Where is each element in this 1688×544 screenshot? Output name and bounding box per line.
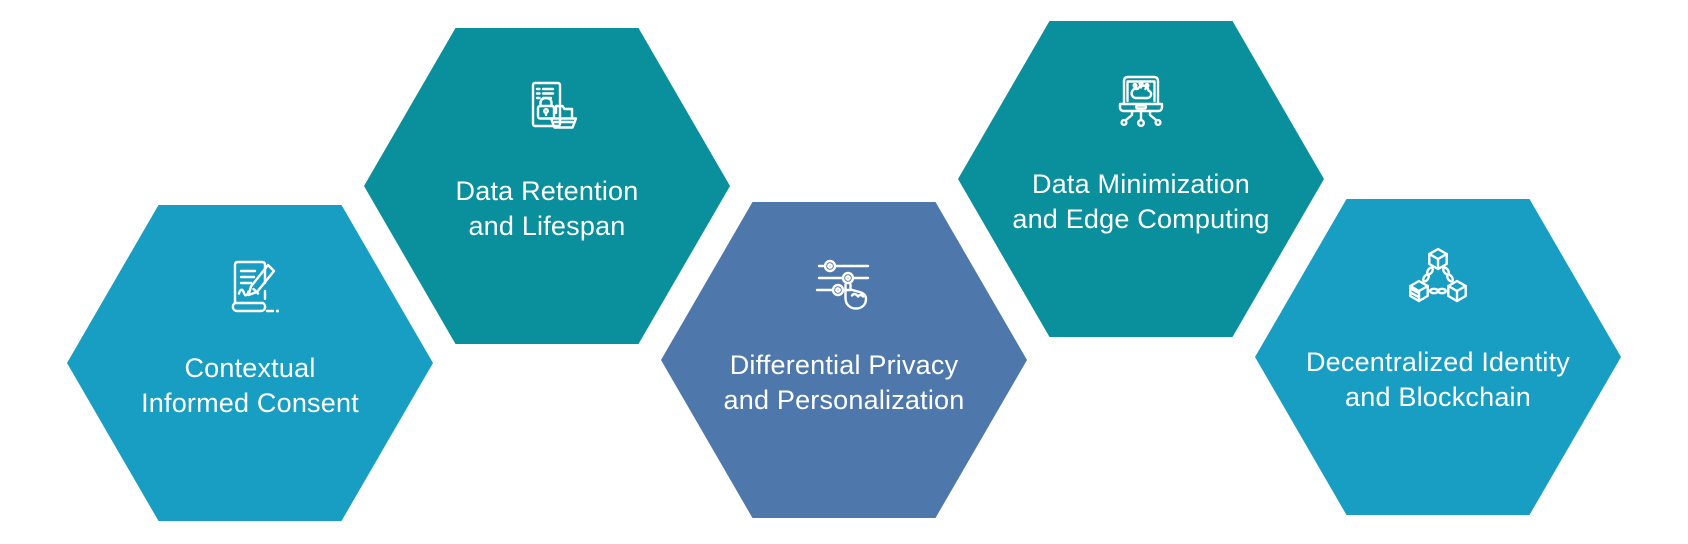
sliders-hand-icon bbox=[815, 259, 870, 310]
label-line-2: and Blockchain bbox=[1345, 382, 1531, 412]
hexagon-content: Contextual Informed Consent bbox=[67, 205, 433, 521]
blockchain-cubes-icon bbox=[1409, 247, 1467, 303]
hexagon-contextual-informed-consent: Contextual Informed Consent bbox=[67, 205, 433, 521]
label-line-2: and Lifespan bbox=[468, 211, 626, 241]
hexagon-decentralized-identity-and-blockchain: Decentralized Identity and Blockchain bbox=[1255, 199, 1621, 515]
label-line-1: Contextual bbox=[184, 353, 316, 383]
hexagon-data-minimization-and-edge-computing: Data Minimization and Edge Computing bbox=[958, 21, 1324, 337]
hexagon-label: Differential Privacy and Personalization bbox=[724, 348, 965, 418]
hexagon-label: Data Minimization and Edge Computing bbox=[1012, 167, 1269, 237]
hexagon-content: Data Minimization and Edge Computing bbox=[958, 21, 1324, 337]
laptop-cloud-edge-icon bbox=[1118, 75, 1164, 128]
label-line-2: and Personalization bbox=[723, 385, 965, 415]
hexagon-content: Differential Privacy and Personalization bbox=[661, 202, 1027, 518]
document-lock-archive-icon bbox=[531, 81, 578, 129]
hexagon-data-retention-and-lifespan: Data Retention and Lifespan bbox=[364, 28, 730, 344]
hexagon-content: Data Retention and Lifespan bbox=[364, 28, 730, 344]
label-line-2: and Edge Computing bbox=[1012, 204, 1270, 234]
hexagon-label: Data Retention and Lifespan bbox=[456, 174, 639, 244]
label-line-1: Data Minimization bbox=[1032, 169, 1250, 199]
contract-signing-icon bbox=[231, 260, 279, 313]
label-line-1: Data Retention bbox=[455, 176, 639, 206]
hexagon-label: Contextual Informed Consent bbox=[141, 351, 359, 421]
label-line-1: Differential Privacy bbox=[729, 350, 959, 380]
hexagon-label: Decentralized Identity and Blockchain bbox=[1306, 345, 1570, 415]
label-line-2: Informed Consent bbox=[141, 388, 359, 418]
hexagon-content: Decentralized Identity and Blockchain bbox=[1255, 199, 1621, 515]
label-line-1: Decentralized Identity bbox=[1305, 347, 1571, 377]
hexagon-differential-privacy-and-personalization: Differential Privacy and Personalization bbox=[661, 202, 1027, 518]
